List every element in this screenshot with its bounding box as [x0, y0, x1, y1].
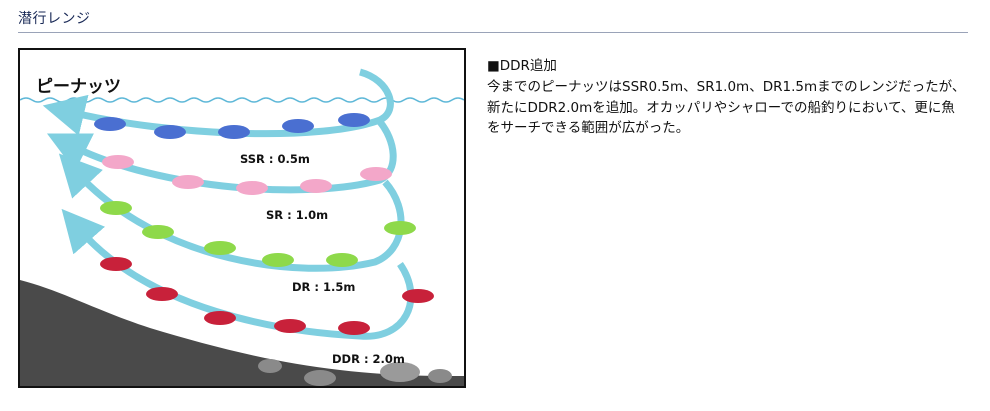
rock — [304, 370, 336, 386]
range-label-dr: DR : 1.5m — [292, 280, 356, 294]
section-divider — [18, 32, 968, 33]
lure-sr — [102, 155, 392, 195]
lure-dr — [100, 201, 416, 267]
rock — [258, 359, 282, 373]
range-label-ddr: DDR : 2.0m — [332, 352, 405, 366]
product-name: ピーナッツ — [36, 77, 121, 97]
retrieve-arrow-ddr — [61, 208, 415, 340]
section-title: 潜行レンジ — [18, 11, 91, 27]
description-block: ■DDR追加 今までのピーナッツはSSR0.5m、SR1.0m、DR1.5mまで… — [487, 54, 967, 139]
water-surface — [20, 97, 464, 103]
range-label-sr: SR : 1.0m — [266, 208, 329, 222]
rock — [428, 369, 452, 383]
description-heading: ■DDR追加 — [487, 58, 557, 74]
rock — [380, 362, 420, 382]
retrieve-arrow-ssr — [42, 68, 394, 138]
lure-ddr — [100, 257, 434, 335]
seabed — [20, 280, 464, 386]
lure-ssr — [94, 113, 370, 139]
description-body: 今までのピーナッツはSSR0.5m、SR1.0m、DR1.5mまでのレンジだった… — [487, 79, 966, 136]
range-illustration — [20, 68, 464, 386]
range-label-ssr: SSR : 0.5m — [240, 152, 310, 166]
range-figure: ピーナッツ SSR : 0.5m SR : 1.0m DR : 1.5m DDR… — [18, 48, 466, 388]
